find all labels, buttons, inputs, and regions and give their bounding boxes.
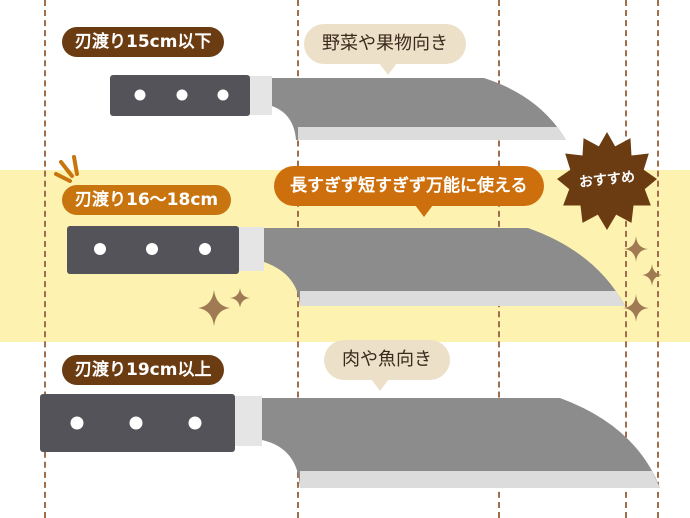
knife-blade — [262, 398, 660, 488]
knife-edge — [300, 471, 660, 488]
recommended-badge — [557, 132, 657, 230]
handle-rivet — [217, 89, 229, 101]
handle-rivet — [146, 243, 158, 255]
knife-size-tag: 刃渡り15cm以下 — [62, 27, 225, 57]
handle-rivet — [199, 243, 211, 255]
knife-use-bubble: 肉や魚向き — [324, 340, 450, 380]
handle-rivet — [70, 416, 84, 430]
knife-size-tag: 刃渡り16〜18cm — [62, 185, 232, 215]
guide-line — [657, 0, 659, 518]
handle-rivet — [176, 89, 188, 101]
sparkle-icon — [623, 236, 662, 322]
sparkle-icon — [198, 288, 250, 326]
bubble-tail — [379, 63, 397, 75]
knife-edge — [298, 127, 566, 140]
handle-rivet — [129, 416, 143, 430]
guide-line — [44, 0, 46, 518]
accent-lines-icon — [54, 155, 79, 183]
handle-rivet — [188, 416, 202, 430]
handle-rivet — [94, 243, 106, 255]
knife-use-bubble: 野菜や果物向き — [304, 24, 466, 64]
knife-edge — [300, 291, 625, 306]
knife-use-bubble: 長すぎず短すぎず万能に使える — [274, 166, 544, 206]
knife-blade — [272, 78, 566, 140]
knife-bolster — [247, 76, 272, 115]
knife-blade — [264, 228, 625, 306]
handle-rivet — [134, 89, 146, 101]
knife-bolster — [232, 396, 262, 446]
knife-bolster — [236, 227, 264, 271]
guide-line — [625, 0, 627, 518]
bubble-tail — [415, 205, 433, 217]
bubble-tail — [371, 379, 389, 391]
knife-size-tag: 刃渡り19cm以上 — [62, 355, 225, 385]
